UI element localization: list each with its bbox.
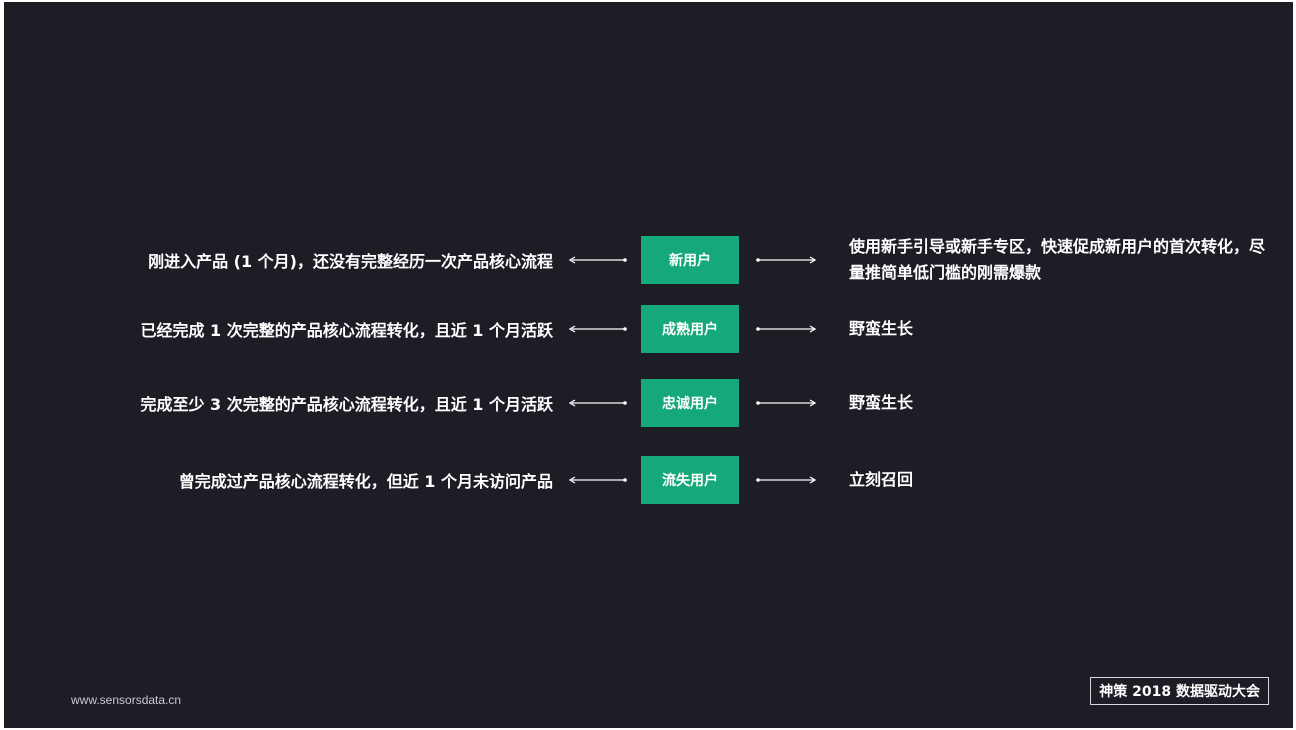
bidirectional-arrow: [568, 476, 627, 484]
footer-brand-logo: 神策 2018 数据驱动大会: [1090, 677, 1269, 705]
slide: 刚进入产品 (1 个月)，还没有完整经历一次产品核心流程 新用户 使用新手引导或…: [4, 2, 1293, 728]
segment-action: 野蛮生长: [849, 319, 914, 338]
segment-badge: 流失用户: [641, 456, 739, 504]
segment-row-loyal: 完成至少 3 次完整的产品核心流程转化，且近 1 个月活跃 忠诚用户 野蛮生长: [4, 379, 1293, 427]
right-arrow: [756, 256, 817, 264]
segment-description: 曾完成过产品核心流程转化，但近 1 个月未访问产品: [178, 472, 553, 491]
bidirectional-arrow: [568, 399, 627, 407]
segment-action: 野蛮生长: [849, 393, 914, 412]
segment-description: 完成至少 3 次完整的产品核心流程转化，且近 1 个月活跃: [140, 395, 553, 414]
segment-description: 刚进入产品 (1 个月)，还没有完整经历一次产品核心流程: [148, 252, 553, 271]
segment-row-mature: 已经完成 1 次完整的产品核心流程转化，且近 1 个月活跃 成熟用户 野蛮生长: [4, 305, 1293, 353]
segment-badge: 忠诚用户: [641, 379, 739, 427]
segment-badge: 成熟用户: [641, 305, 739, 353]
segment-row-new: 刚进入产品 (1 个月)，还没有完整经历一次产品核心流程 新用户 使用新手引导或…: [4, 236, 1293, 284]
right-arrow: [756, 476, 817, 484]
bidirectional-arrow: [568, 256, 627, 264]
segment-row-churned: 曾完成过产品核心流程转化，但近 1 个月未访问产品 流失用户 立刻召回: [4, 456, 1293, 504]
segment-action: 使用新手引导或新手专区，快速促成新用户的首次转化，尽量推简单低门槛的刚需爆款: [849, 237, 1266, 282]
segment-badge: 新用户: [641, 236, 739, 284]
footer-url: www.sensorsdata.cn: [71, 693, 182, 707]
bidirectional-arrow: [568, 325, 627, 333]
right-arrow: [756, 325, 817, 333]
segment-description: 已经完成 1 次完整的产品核心流程转化，且近 1 个月活跃: [140, 321, 553, 340]
right-arrow: [756, 399, 817, 407]
segment-action: 立刻召回: [849, 470, 914, 489]
